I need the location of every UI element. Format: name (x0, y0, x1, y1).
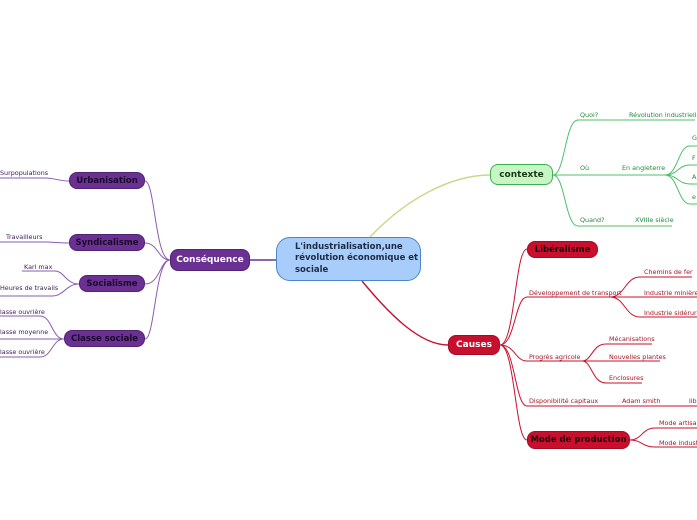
leaf-liberalisme-2[interactable]: libé (689, 397, 697, 405)
connector-central-contexte (369, 174, 491, 238)
connector-central-causes (361, 280, 449, 346)
leaf-karl-max[interactable]: Karl max (24, 263, 53, 271)
leaf-surpopulations[interactable]: Surpopulations (0, 169, 49, 177)
leaf-classe-ouvriere-1[interactable]: lasse ouvrière (0, 308, 45, 316)
contexte-ou-child-3[interactable]: A (692, 173, 697, 181)
contexte-quoi[interactable]: Quoi? (580, 111, 599, 119)
cause-transport[interactable]: Développement de transport (529, 289, 622, 297)
leaf-industrie-siderurgique[interactable]: Industrie sidérurgique (644, 309, 697, 317)
central-topic-title: L'industrialisation,une révolution écono… (295, 241, 419, 275)
topic-causes[interactable]: Causes (448, 335, 500, 355)
subtopic-liberalisme[interactable]: Libéralisme (527, 241, 598, 258)
subtopic-urbanisation-label: Urbanisation (76, 175, 138, 186)
subtopic-syndicalisme[interactable]: Syndicalisme (69, 234, 145, 251)
leaf-travailleurs[interactable]: Travailleurs (6, 233, 43, 241)
leaf-adam-smith[interactable]: Adam smith (622, 397, 661, 405)
subtopic-mode-de-production[interactable]: Mode de production (527, 431, 630, 449)
leaf-enclosures[interactable]: Enclosures (609, 374, 644, 382)
topic-consequence[interactable]: Conséquence (170, 249, 250, 271)
contexte-ou[interactable]: Où (580, 164, 590, 172)
contexte-connectors (552, 119, 697, 227)
consequence-connectors (0, 177, 171, 358)
leaf-heures-de-travails[interactable]: Heures de travails (0, 284, 59, 292)
topic-contexte-label: contexte (499, 169, 544, 180)
leaf-mode-artisanal[interactable]: Mode artisanal (659, 419, 697, 427)
leaf-mecanisations[interactable]: Mécanisations (609, 335, 655, 343)
central-topic[interactable]: L'industrialisation,une révolution écono… (276, 237, 421, 281)
cause-capitaux[interactable]: Disponibilité capitaux (529, 397, 599, 405)
topic-consequence-label: Conséquence (176, 255, 244, 265)
leaf-mode-industriel[interactable]: Mode industriel (659, 439, 697, 447)
leaf-industrie-miniere[interactable]: Industrie minière (644, 289, 697, 297)
subtopic-liberalisme-label: Libéralisme (534, 244, 591, 255)
contexte-ou-child-4[interactable]: e (692, 193, 696, 201)
leaf-nouvelles-plantes[interactable]: Nouvelles plantes (609, 353, 666, 361)
leaf-classe-moyenne[interactable]: lasse moyenne (0, 328, 49, 336)
contexte-quand[interactable]: Quand? (580, 216, 605, 224)
leaf-chemins-de-fer[interactable]: Chemins de fer (644, 268, 693, 276)
contexte-quand-answer[interactable]: XVIIIe siècle (635, 216, 674, 224)
topic-causes-label: Causes (456, 340, 492, 350)
subtopic-classe-sociale-label: Classe sociale (71, 333, 138, 344)
topic-contexte[interactable]: contexte (490, 164, 553, 185)
subtopic-classe-sociale[interactable]: Classe sociale (64, 330, 145, 347)
subtopic-socialisme-label: Socialisme (86, 278, 138, 289)
contexte-ou-child-2[interactable]: F (692, 154, 696, 162)
cause-agricole[interactable]: Progrès agricole (529, 353, 581, 361)
causes-connectors (499, 248, 697, 448)
subtopic-mode-de-production-label: Mode de production (530, 435, 627, 445)
subtopic-syndicalisme-label: Syndicalisme (75, 237, 139, 248)
contexte-quoi-answer[interactable]: Révolution industrielle (629, 111, 697, 119)
contexte-ou-answer[interactable]: En angleterre (622, 164, 666, 172)
contexte-ou-child-1[interactable]: G (692, 134, 697, 142)
leaf-classe-ouvriere-2[interactable]: lasse ouvrière (0, 348, 45, 356)
subtopic-socialisme[interactable]: Socialisme (79, 275, 145, 292)
subtopic-urbanisation[interactable]: Urbanisation (69, 172, 145, 189)
